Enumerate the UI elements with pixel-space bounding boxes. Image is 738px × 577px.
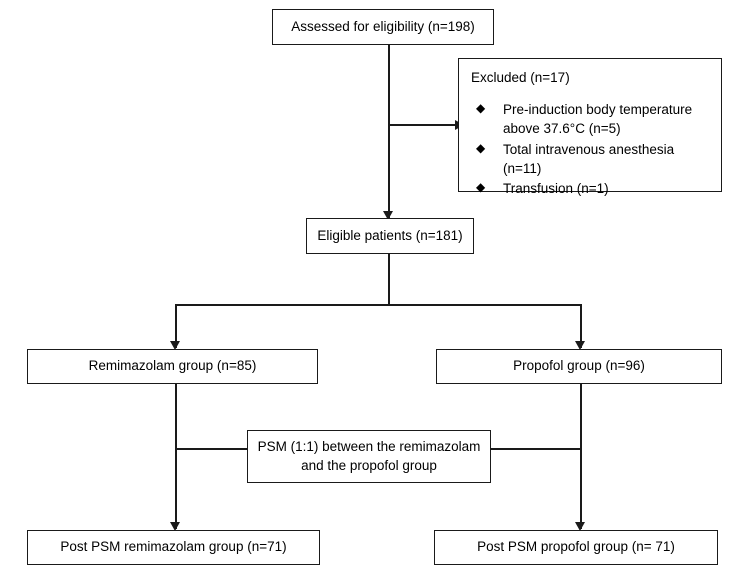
arrowhead-post-psm-remimazolam bbox=[170, 522, 180, 531]
excluded-reason-text: Transfusion (n=1) bbox=[503, 180, 609, 196]
node-post-psm-propofol-group: Post PSM propofol group (n= 71) bbox=[434, 530, 718, 565]
node-remimazolam-label: Remimazolam group (n=85) bbox=[88, 358, 257, 374]
connector-remimazolam-down bbox=[175, 383, 177, 529]
connector-psm-left bbox=[175, 448, 248, 450]
list-item: ◆ Transfusion (n=1) bbox=[471, 179, 709, 198]
psm-line-1: PSM (1:1) between the remimazolam bbox=[257, 439, 481, 455]
connector-to-excluded bbox=[388, 124, 458, 126]
connector-split-bar bbox=[175, 304, 581, 306]
connector-split-left bbox=[175, 304, 177, 348]
diamond-bullet-icon: ◆ bbox=[476, 101, 486, 116]
node-propofol-group: Propofol group (n=96) bbox=[436, 349, 722, 384]
diamond-bullet-icon: ◆ bbox=[476, 140, 486, 155]
excluded-reason-text: Pre-induction body temperature above 37.… bbox=[503, 102, 693, 137]
connector-eligible-down bbox=[388, 253, 390, 306]
excluded-reason-list: ◆ Pre-induction body temperature above 3… bbox=[471, 100, 709, 198]
node-propofol-label: Propofol group (n=96) bbox=[513, 358, 645, 374]
node-assessed-for-eligibility: Assessed for eligibility (n=198) bbox=[272, 9, 494, 45]
arrowhead-eligible bbox=[383, 211, 393, 220]
node-post-psm-remimazolam-label: Post PSM remimazolam group (n=71) bbox=[60, 539, 287, 555]
node-eligible-patients: Eligible patients (n=181) bbox=[306, 218, 474, 254]
diamond-bullet-icon: ◆ bbox=[476, 179, 486, 194]
node-remimazolam-group: Remimazolam group (n=85) bbox=[27, 349, 318, 384]
node-post-psm-remimazolam-group: Post PSM remimazolam group (n=71) bbox=[27, 530, 320, 565]
psm-line-2: and the propofol group bbox=[301, 457, 437, 473]
node-eligible-label: Eligible patients (n=181) bbox=[317, 227, 463, 243]
node-excluded: Excluded (n=17) ◆ Pre-induction body tem… bbox=[458, 58, 722, 196]
connector-split-right bbox=[580, 304, 582, 348]
arrowhead-propofol bbox=[575, 341, 585, 350]
excluded-title: Excluded (n=17) bbox=[471, 70, 570, 85]
node-assessed-label: Assessed for eligibility (n=198) bbox=[291, 18, 475, 34]
node-psm-matching: PSM (1:1) between the remimazolam and th… bbox=[247, 430, 491, 483]
arrowhead-post-psm-propofol bbox=[575, 522, 585, 531]
connector-assessed-to-eligible bbox=[388, 44, 390, 219]
excluded-reason-text: Total intravenous anesthesia (n=11) bbox=[503, 141, 675, 176]
connector-propofol-down bbox=[580, 383, 582, 529]
arrowhead-remimazolam bbox=[170, 341, 180, 350]
list-item: ◆ Pre-induction body temperature above 3… bbox=[471, 100, 709, 138]
list-item: ◆ Total intravenous anesthesia (n=11) bbox=[471, 140, 709, 178]
node-post-psm-propofol-label: Post PSM propofol group (n= 71) bbox=[477, 539, 675, 555]
connector-psm-right bbox=[490, 448, 581, 450]
